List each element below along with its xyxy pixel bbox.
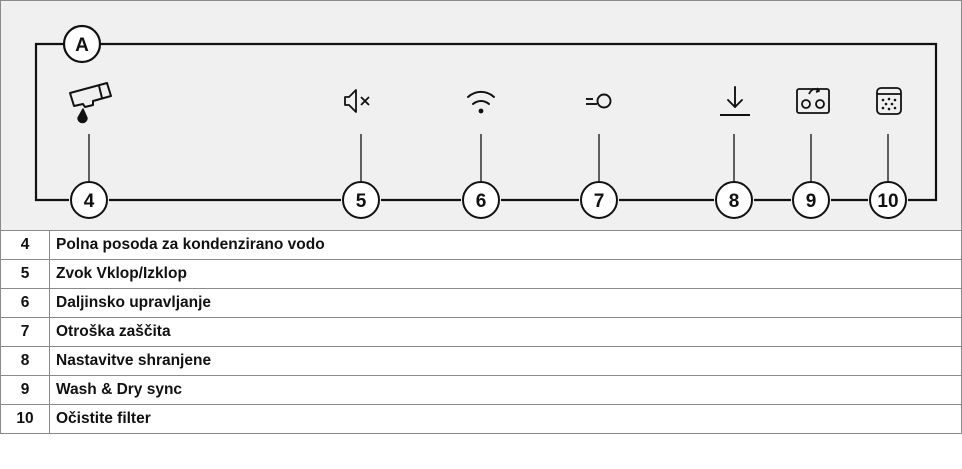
legend-label: Polna posoda za kondenzirano vodo <box>49 230 962 260</box>
legend-number: 7 <box>0 317 50 347</box>
callout-badge-7: 7 <box>580 181 618 219</box>
callout-badge-8: 8 <box>715 181 753 219</box>
svg-text:8: 8 <box>729 191 740 212</box>
legend-row: 7 Otroška zaščita <box>0 317 962 347</box>
legend-label: Zvok Vklop/Izklop <box>49 259 962 289</box>
legend-row: 5 Zvok Vklop/Izklop <box>0 259 962 289</box>
key-lock-icon <box>586 93 612 109</box>
legend-table: 4 Polna posoda za kondenzirano vodo 5 Zv… <box>0 230 962 434</box>
legend-label: Wash & Dry sync <box>49 375 962 405</box>
panel-label: A <box>75 35 89 56</box>
callout-badges: 4 5 6 7 8 9 10 <box>70 181 907 219</box>
display-panel: A <box>0 0 962 231</box>
legend-row: 6 Daljinsko upravljanje <box>0 288 962 318</box>
svg-text:7: 7 <box>594 191 605 212</box>
wash-dry-sync-icon <box>796 87 830 114</box>
leader-lines <box>88 134 889 181</box>
callout-badge-10: 10 <box>869 181 907 219</box>
callout-badge-4: 4 <box>70 181 108 219</box>
callout-badge-9: 9 <box>792 181 830 219</box>
legend-number: 8 <box>0 346 50 376</box>
legend-number: 6 <box>0 288 50 318</box>
sound-off-icon <box>344 89 370 113</box>
legend-number: 5 <box>0 259 50 289</box>
legend-label: Nastavitve shranjene <box>49 346 962 376</box>
svg-text:6: 6 <box>476 191 487 212</box>
download-save-icon <box>720 86 750 116</box>
legend-label: Daljinsko upravljanje <box>49 288 962 318</box>
panel-drawing: A <box>34 24 938 219</box>
legend-row: 10 Očistite filter <box>0 404 962 434</box>
svg-text:5: 5 <box>356 191 367 212</box>
panel-label-badge: A <box>62 24 102 64</box>
legend-number: 10 <box>0 404 50 434</box>
panel-outline <box>34 42 938 202</box>
svg-text:9: 9 <box>806 191 817 212</box>
legend-label: Otroška zaščita <box>49 317 962 347</box>
svg-text:4: 4 <box>84 191 95 212</box>
legend-number: 4 <box>0 230 50 260</box>
callout-badge-5: 5 <box>342 181 380 219</box>
legend-row: 8 Nastavitve shranjene <box>0 346 962 376</box>
legend-row: 9 Wash & Dry sync <box>0 375 962 405</box>
filter-icon <box>876 87 902 115</box>
wifi-icon <box>467 90 495 114</box>
legend-row: 4 Polna posoda za kondenzirano vodo <box>0 230 962 260</box>
condensed-water-tank-icon <box>69 82 112 124</box>
callout-badge-6: 6 <box>462 181 500 219</box>
legend-number: 9 <box>0 375 50 405</box>
svg-text:10: 10 <box>877 191 898 212</box>
legend-label: Očistite filter <box>49 404 962 434</box>
